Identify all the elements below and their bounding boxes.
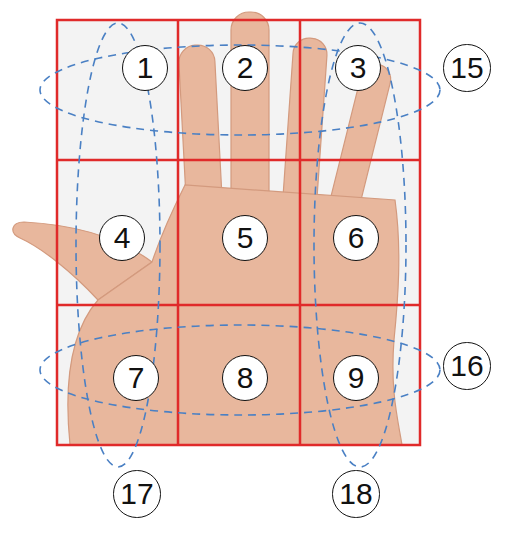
callout-number: 4: [114, 223, 131, 253]
grid: [57, 20, 420, 445]
callout-circle: 6: [333, 215, 379, 261]
callout-circle: 5: [222, 215, 268, 261]
callout-circle: 3: [335, 45, 381, 91]
callout-circle: 7: [113, 355, 159, 401]
callout-circle: 15: [443, 44, 490, 91]
hand: [13, 12, 402, 445]
callout-number: 16: [450, 351, 483, 381]
callout-number: 2: [237, 53, 254, 83]
callout-number: 17: [120, 479, 153, 509]
callout-number: 6: [348, 223, 365, 253]
grid-line: [57, 304, 420, 307]
grid-border: [57, 20, 420, 445]
callout-circle: 2: [222, 45, 268, 91]
callout-circle: 17: [113, 470, 160, 517]
callout-number: 9: [348, 363, 365, 393]
grid-line: [299, 20, 302, 445]
callout-circle: 9: [333, 355, 379, 401]
grid-line: [57, 159, 420, 162]
callout-circle: 1: [122, 45, 168, 91]
column-ellipse: [314, 23, 406, 467]
callout-circle: 18: [332, 470, 379, 517]
group-ellipses: [40, 23, 440, 467]
palm: [68, 185, 402, 445]
callout-number: 1: [137, 53, 154, 83]
photo-ground: [57, 20, 420, 445]
callout-number: 8: [237, 363, 254, 393]
callout-number: 18: [339, 479, 372, 509]
callout-circle: 4: [99, 215, 145, 261]
callout-number: 5: [237, 223, 254, 253]
callout-number: 15: [450, 53, 483, 83]
row-ellipse: [40, 45, 440, 135]
callout-circle: 8: [222, 355, 268, 401]
callout-circle: 16: [443, 342, 490, 389]
callout-number: 7: [128, 363, 145, 393]
grid-line: [177, 20, 180, 445]
callout-number: 3: [350, 53, 367, 83]
row-ellipse: [40, 325, 440, 415]
